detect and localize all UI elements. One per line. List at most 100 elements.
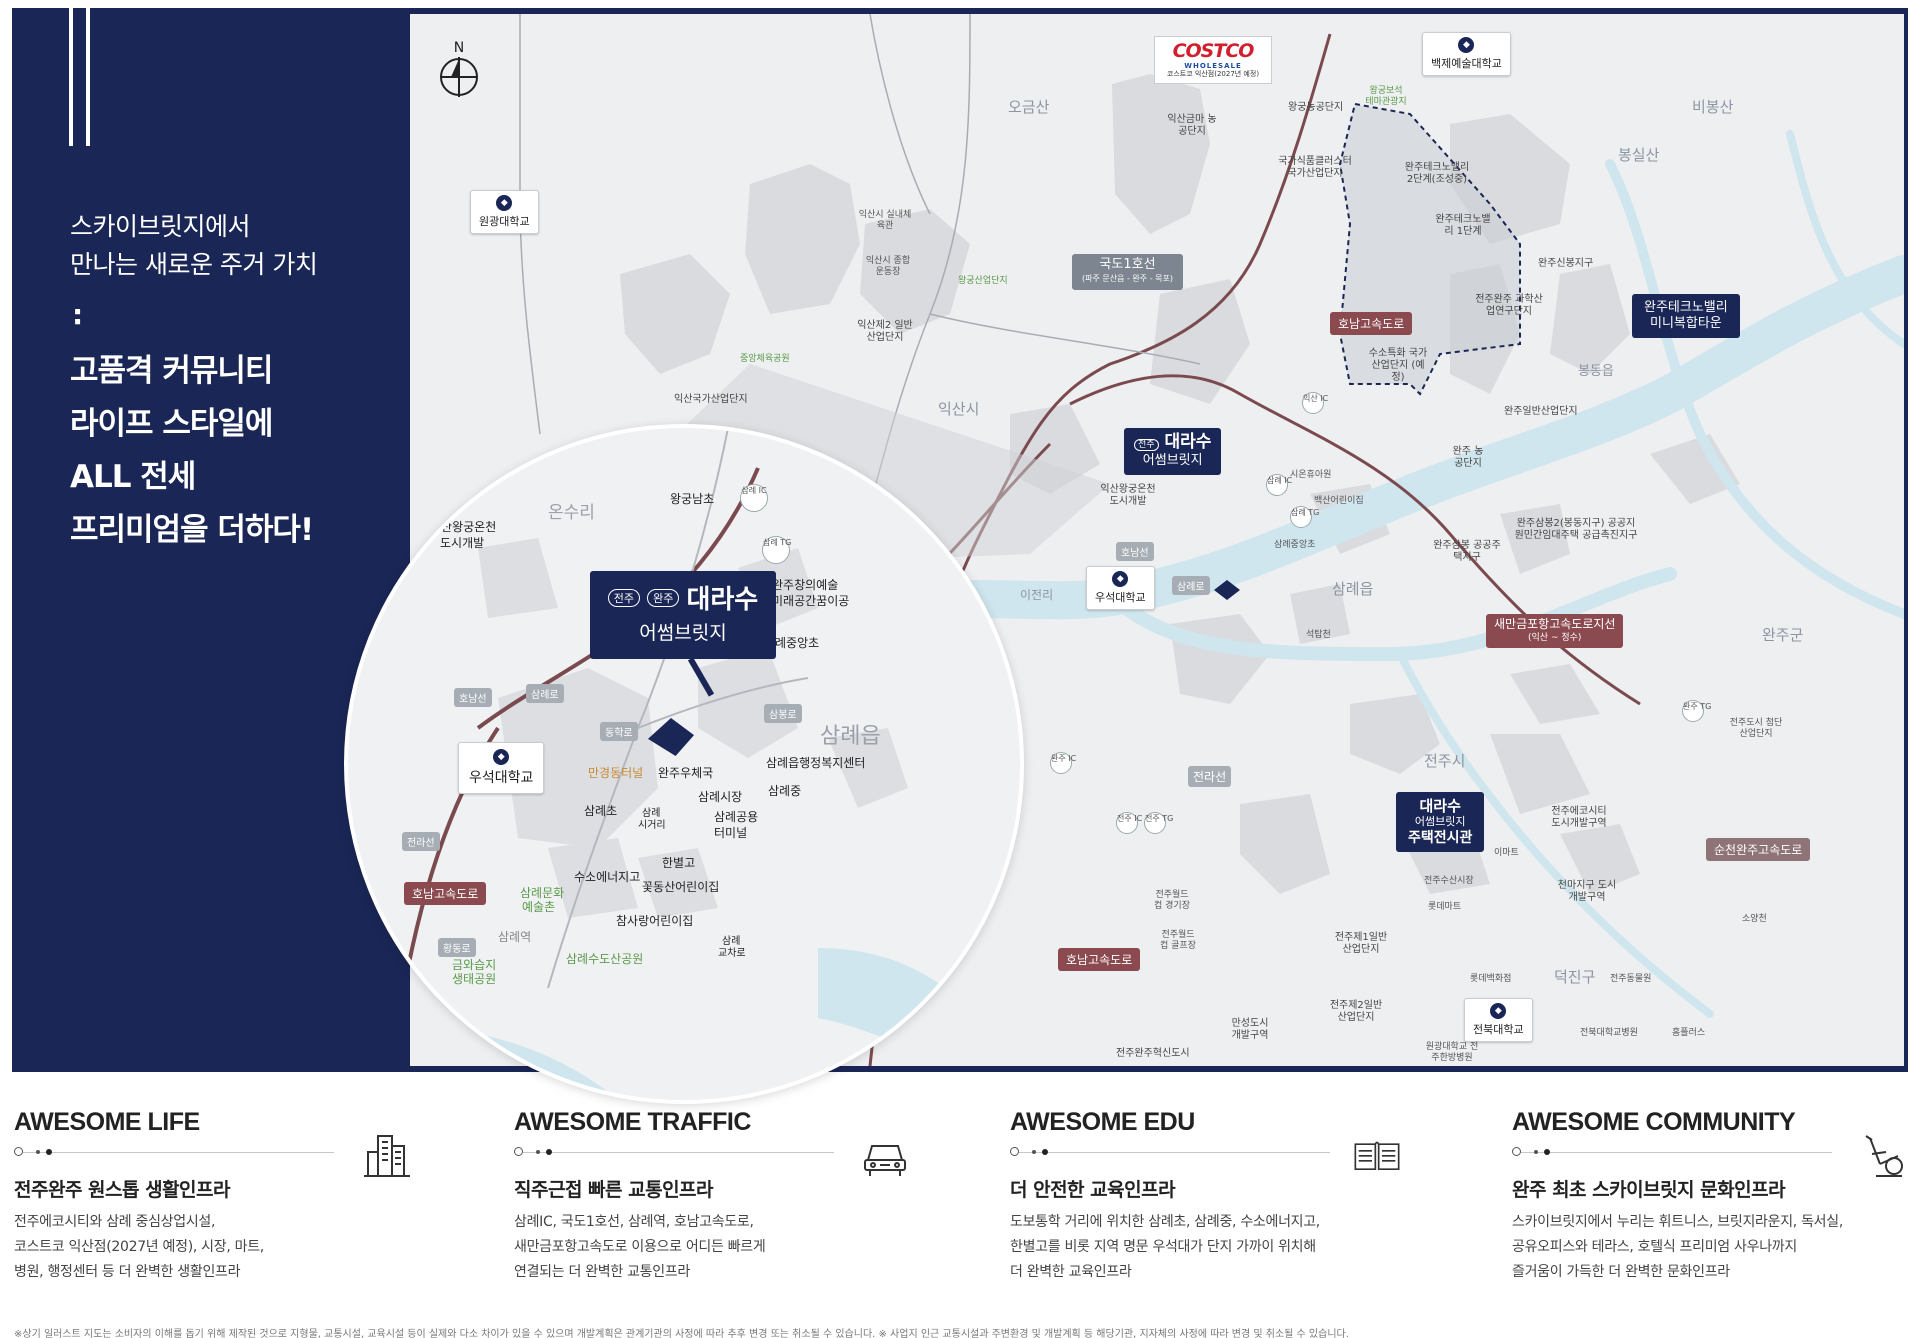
costco-logo: COSTCO [1172,40,1255,62]
place-bibongsan: 비봉산 [1692,98,1734,116]
zoom-culture2: 예술촌 [522,900,556,914]
techno-valley-callout: 완주테크노밸리 미니복합타운 [1632,294,1740,338]
university-name: 전북대학교 [1473,1023,1524,1036]
intro-head4: 프리미엄을 더하다! [70,512,314,548]
graduation-cap-icon: ◆ [1490,1003,1507,1019]
map-label: 소양천 [1742,914,1767,924]
map-label: 롯데마트 [1428,902,1462,912]
brand-name: 대라수 [1164,432,1212,452]
disclaimer-text: ※상기 일러스트 지도는 소비자의 이해를 돕기 위해 제작된 것으로 지형물,… [14,1329,1349,1338]
zoom-road-honam: 호남고속도로 [404,882,487,905]
decor-line [86,8,90,146]
zoom-place-onsuri: 온수리 [548,503,595,523]
zoom-road-samdong: 삼봉로 [764,704,802,723]
zoom-welfare: 삼례읍행정복지센터 [766,756,866,770]
place-iksan: 익산시 [938,400,980,418]
map-label: 익산시 실내체육관 [858,210,912,231]
zoom-manggyeong: 만경동터널 [588,766,644,780]
zoom-rails [547,428,809,989]
zoom-samnye-gyo2: 교차로 [718,948,746,959]
map-label: 시온휴아원 [1290,470,1332,480]
complex-name: 어썸브릿지 [1142,453,1203,468]
map-label: 홈플러스 [1672,1028,1706,1038]
intro-head2: 라이프 스타일에 [70,406,273,442]
place-bongsilsan: 봉실산 [1618,146,1660,164]
feature-community: AWESOME COMMUNITY 완주 최초 스카이브릿지 문화인프라 스카이… [1512,1108,1912,1285]
map-label: 익산금마 농공단지 [1167,114,1217,137]
road-saemangeum-span: (익산 ~ 정수) [1528,633,1582,643]
costco-sublogo: WHOLESALE [1184,62,1242,70]
map-label: 완주 농공단지 [1452,446,1484,469]
zoom-market-st: 삼례 [642,808,661,819]
zoom-geumwa1: 금와습지 [452,958,497,972]
map-label: 전주제2일반 산업단지 [1329,1000,1383,1023]
map-label: 완주일반산업단지 [1504,406,1578,417]
zoom-market: 삼례시장 [698,790,743,804]
map-label: 전주완주 과학산업연구단지 [1475,294,1543,317]
place-yeongjeon: 이전리 [1020,588,1054,602]
model-house-brand: 대라수 [1419,797,1461,815]
zoom-park: 삼례수도산공원 [566,952,644,966]
university-jeonbuk: ◆ 전북대학교 [1464,998,1533,1042]
zoom-changui: 완주창의예술 [772,578,839,592]
book-icon [1354,1141,1400,1170]
feature-desc: 삼례IC, 국도1호선, 삼례역, 호남고속도로, [514,1214,754,1230]
feature-title: AWESOME EDU [1010,1108,1195,1136]
brand-wanju: 완주 [647,588,680,607]
zoom-ic: 삼례 IC [740,484,768,512]
feature-divider [1010,1145,1330,1159]
rivers [801,130,1904,1018]
zoom-hydrogen: 수소에너지고 [574,870,641,884]
route1-box: 국도1호선 (파주 문산읍 - 완주 - 목포) [1072,254,1183,290]
techno-valley-line1: 완주테크노밸리 [1644,300,1728,315]
feature-life: AWESOME LIFE 전주완주 원스톱 생활인프라 전주에코시티와 삼례 중… [14,1108,414,1285]
feature-desc: 공유오피스와 테라스, 호텔식 프리미엄 사우나까지 [1512,1239,1797,1255]
zoom-hanbyeol: 한별고 [662,856,696,870]
ic-marker: 전주 TG [1144,812,1173,834]
map-label: 전주제1일반 산업단지 [1334,932,1388,955]
district-blocks [620,74,1740,894]
place-bongdong: 봉동읍 [1578,364,1614,379]
map-label: 완주테크노밸리 1단계 [1435,214,1491,237]
map-label: 왕궁보석 테마관광지 [1365,86,1407,107]
place-wanju: 완주군 [1762,626,1804,644]
zoom-rail-jeolla: 전라선 [402,832,440,851]
road-honam-bottom: 호남고속도로 [1058,948,1141,971]
map-label: 천마지구 도시개발구역 [1557,880,1617,903]
university-woosuk: ◆우석대학교 [1086,566,1155,610]
place-jeonju: 전주시 [1424,752,1466,770]
feature-subtitle: 전주완주 원스톱 생활인프라 [14,1179,231,1201]
compass-label: N [453,40,465,56]
costco-badge: COSTCO WHOLESALE 코스트코 익산점(2027년 예정) [1154,36,1272,84]
ic-marker: 삼례 IC [1266,474,1292,496]
zoom-changui2: 미래공간꿈이공 [772,594,850,608]
zoom-culture: 삼례문화 [520,886,565,900]
zoom-road-hwangdong: 황동로 [438,938,476,957]
university-name: 백제예술대학교 [1431,57,1502,70]
compass-icon: N [438,40,480,102]
feature-title: AWESOME COMMUNITY [1512,1108,1796,1136]
map-label: 왕궁농공단지 [1288,102,1344,113]
zoom-road-dongnam: 동학로 [600,722,638,741]
zoom-samnye-gyo: 삼례 [722,936,741,947]
feature-desc: 코스트코 익산점(2027년 예정), 시장, 마트, [14,1239,264,1255]
university-name: 원광대학교 [479,215,530,228]
map-label: 익산시 종합운동장 [865,256,911,277]
zoom-chamsarang: 참사랑어린이집 [616,914,694,928]
zoom-place-samnye: 삼례읍 [820,724,881,749]
zoom-market-st2: 시거리 [638,820,666,831]
ic-marker: 완주 IC [1050,752,1076,774]
map-label: 원광대학교 전주한방병원 [1425,1042,1479,1063]
graduation-cap-icon: ◆ [1458,37,1475,53]
zoom-samnye-middle: 삼례중앙초 [764,636,820,650]
map-label: 익산국가산업단지 [674,394,748,405]
map-label: 완주삼봉2(봉동지구) 공공지원민간임대주택 공급촉진지구 [1514,518,1638,541]
map-label: 삼례중앙초 [1274,540,1316,550]
feature-desc: 스카이브릿지에서 누리는 휘트니스, 브릿지라운지, 독서실, [1512,1214,1843,1230]
ic-marker: 익산 IC [1302,392,1328,414]
map-label: 만성도시 개발구역 [1231,1018,1269,1041]
zoom-inset: 온수리 삼례읍 왕궁남초 완주창의예술 미래공간꿈이공 삼례중앙초 삼례읍행정복… [344,424,1024,1104]
route1-span: (파주 문산읍 - 완주 - 목포) [1082,274,1173,283]
zoom-site-callout: 전주 완주 대라수 어썸브릿지 [590,571,776,659]
site-callout-main: 전주 대라수 어썸브릿지 [1124,428,1222,475]
